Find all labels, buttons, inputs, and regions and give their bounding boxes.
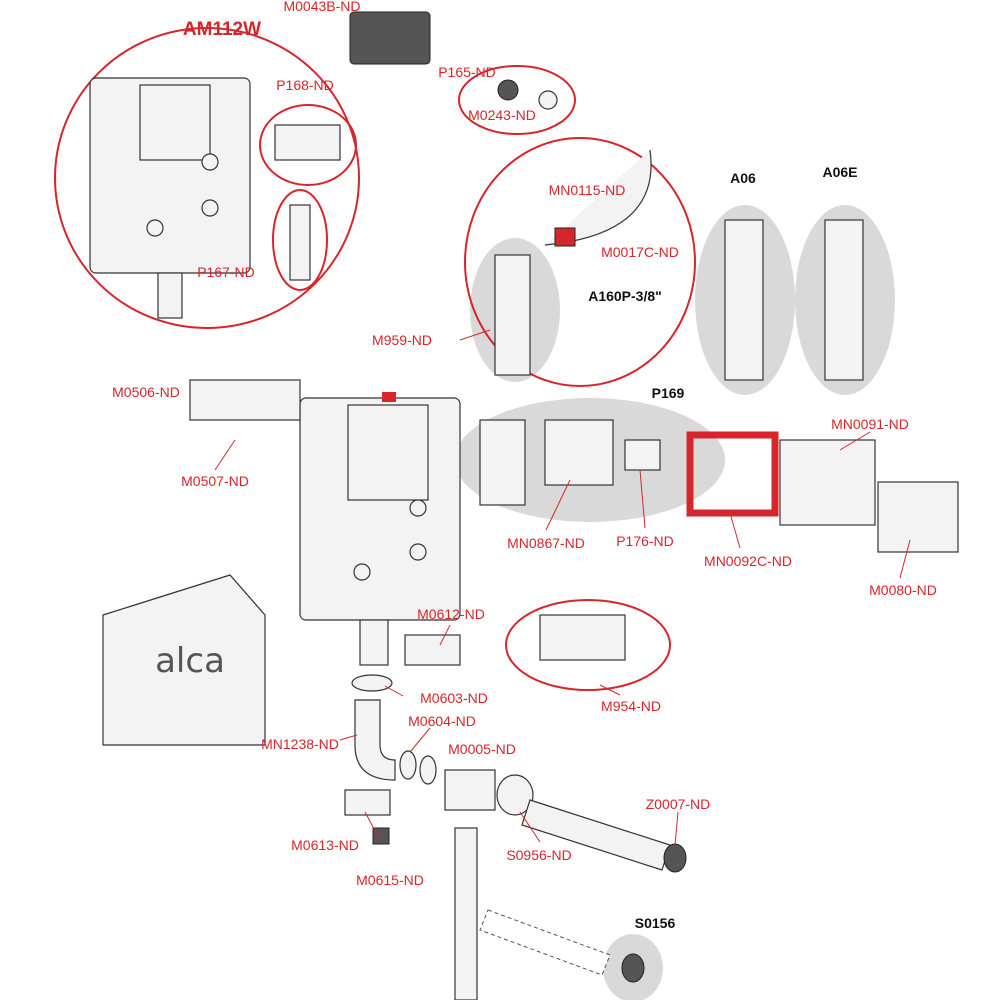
alca-logo: alca (155, 641, 225, 681)
mn0867-part (544, 419, 614, 486)
m0243-group-circle (458, 65, 576, 135)
label-p168: P168-ND (276, 77, 334, 93)
label-a06e: A06E (822, 164, 857, 180)
label-m0017c: M0017C-ND (601, 244, 679, 260)
label-m0243: M0243-ND (468, 107, 536, 123)
pipe-vertical (454, 827, 478, 1000)
m954-group-circle (505, 599, 671, 691)
label-m959: M959-ND (372, 332, 432, 348)
z0007-ring (663, 843, 687, 873)
label-m954: M954-ND (601, 698, 661, 714)
mn0091-box (779, 439, 876, 526)
label-m0043b: M0043B-ND (283, 0, 360, 14)
a06-valve (724, 219, 764, 381)
label-m0507: M0507-ND (181, 473, 249, 489)
p167-parts (289, 204, 311, 281)
alca-box: alca (102, 574, 266, 746)
s0956-rosette (496, 774, 534, 816)
label-mn1238: MN1238-ND (261, 736, 339, 752)
pipe-long (521, 799, 671, 871)
label-m0613: M0613-ND (291, 837, 359, 853)
m0080-plate (877, 481, 959, 553)
mn0092c-frame (686, 431, 779, 517)
m0613-bracket (344, 789, 391, 816)
label-m0080: M0080-ND (869, 582, 937, 598)
label-mn0092c: MN0092C-ND (704, 553, 792, 569)
m0017c-part (554, 227, 576, 247)
m0603-ring (351, 674, 393, 692)
p167-group-circle (272, 189, 328, 291)
label-mn0115: MN0115-ND (549, 182, 626, 198)
label-p169: P169 (652, 385, 685, 401)
m0612-bracket (404, 634, 461, 666)
a160p-valve (494, 254, 531, 376)
cistern-main (299, 392, 461, 666)
m959-group-circle (464, 137, 696, 387)
label-z0007: Z0007-ND (646, 796, 711, 812)
label-p165: P165-ND (438, 64, 496, 80)
pipe-dashed (479, 909, 611, 976)
label-m0506: M0506-ND (112, 384, 180, 400)
am112w-group-circle (54, 27, 360, 329)
label-m0603: M0603-ND (420, 690, 488, 706)
label-m0612: M0612-ND (417, 606, 485, 622)
a06e-valve (824, 219, 864, 381)
p168-parts (274, 124, 341, 161)
m0604-ring (399, 750, 417, 780)
cistern-small (89, 77, 251, 319)
label-mn0867: MN0867-ND (507, 535, 585, 551)
m0954-part (539, 614, 626, 661)
label-m0615: M0615-ND (356, 872, 424, 888)
m0043b-plate (349, 11, 431, 65)
pipe-short (444, 769, 496, 811)
m0615-part (372, 827, 390, 845)
mn1238-elbow (354, 699, 396, 781)
p165-part (497, 79, 519, 101)
label-s0956: S0956-ND (506, 847, 571, 863)
product-title: AM112W (183, 19, 261, 40)
label-m0604: M0604-ND (408, 713, 476, 729)
leader-lines (214, 329, 911, 846)
m0005-ring (419, 755, 437, 785)
label-m0005: M0005-ND (448, 741, 516, 757)
label-a06: A06 (730, 170, 756, 186)
label-a160p: A160P-3/8" (588, 288, 662, 304)
p176-part (624, 439, 661, 471)
s0156-ring (621, 953, 645, 983)
p168-group-circle (259, 104, 357, 186)
label-p176: P176-ND (616, 533, 674, 549)
label-s0156: S0156 (635, 915, 676, 931)
label-mn0091: MN0091-ND (831, 416, 909, 432)
m0506-bolts (189, 379, 301, 421)
label-p167: P167-ND (197, 264, 255, 280)
m0243-ring (538, 90, 558, 110)
p169-frame-part (479, 419, 526, 506)
